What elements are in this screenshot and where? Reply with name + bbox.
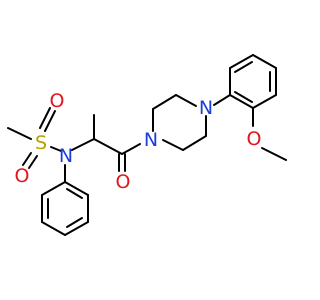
bond-o-methyl — [261, 147, 287, 161]
bond-ph-6 — [41, 181, 66, 196]
piperazine-n4-label: N — [199, 97, 213, 119]
bond-ph-1 — [64, 181, 89, 196]
atom-methoxy-oxygen: O — [247, 128, 262, 150]
molecule-diagram: S O O N O N N O — [7, 54, 287, 236]
bond-s-n — [50, 146, 62, 152]
sulfur-label: S — [35, 132, 47, 154]
bond-ar-5 — [252, 94, 277, 109]
bond-pip-5 — [182, 135, 207, 151]
oxygen-bottom-label: O — [15, 165, 30, 187]
bond-n-aryl — [213, 94, 231, 106]
bond-pip-2 — [152, 94, 177, 110]
bond-ar-3 — [252, 54, 277, 69]
bond-ar-inner-3 — [234, 91, 253, 103]
atom-piperazine-n4: N — [199, 97, 213, 119]
atom-carbonyl-oxygen: O — [116, 171, 131, 193]
bond-ar-inner-1 — [234, 61, 253, 73]
bond-methyl-s — [7, 127, 32, 140]
bond-s-o-top-b — [44, 110, 56, 132]
bonds — [7, 54, 287, 236]
bond-ph-inner-1 — [66, 188, 83, 199]
atom-sulfur: S — [33, 132, 49, 154]
bond-ph-inner-2 — [66, 217, 83, 228]
oxygen-top-label: O — [50, 90, 65, 112]
atom-piperazine-n1: N — [144, 129, 158, 151]
atom-oxygen-bottom: O — [15, 165, 30, 187]
piperazine-n1-label: N — [144, 129, 158, 151]
atom-labels: S O O N O N N O — [15, 90, 262, 193]
bond-s-o-bottom-b — [28, 155, 38, 169]
bond-pip-3 — [175, 94, 197, 107]
bond-carbonyl-n — [121, 143, 141, 155]
atom-oxygen-top: O — [50, 90, 65, 112]
structure-canvas: S O O N O N N O — [7, 54, 287, 236]
bond-ph-4 — [41, 221, 66, 236]
bond-ar-2 — [229, 54, 254, 69]
atom-sulfonamide-nitrogen: N — [59, 145, 73, 167]
methoxy-oxygen-label: O — [247, 128, 262, 150]
bond-ch-carbonyl — [93, 138, 123, 155]
bond-s-o-bottom-a — [22, 152, 32, 166]
bond-n-ch — [71, 138, 95, 151]
sulfonamide-nitrogen-label: N — [59, 145, 73, 167]
bond-pip-6 — [162, 139, 184, 151]
bond-ar-6 — [229, 94, 254, 109]
carbonyl-oxygen-label: O — [116, 171, 131, 193]
bond-s-o-top-a — [39, 107, 51, 129]
bond-ph-3 — [64, 221, 89, 236]
